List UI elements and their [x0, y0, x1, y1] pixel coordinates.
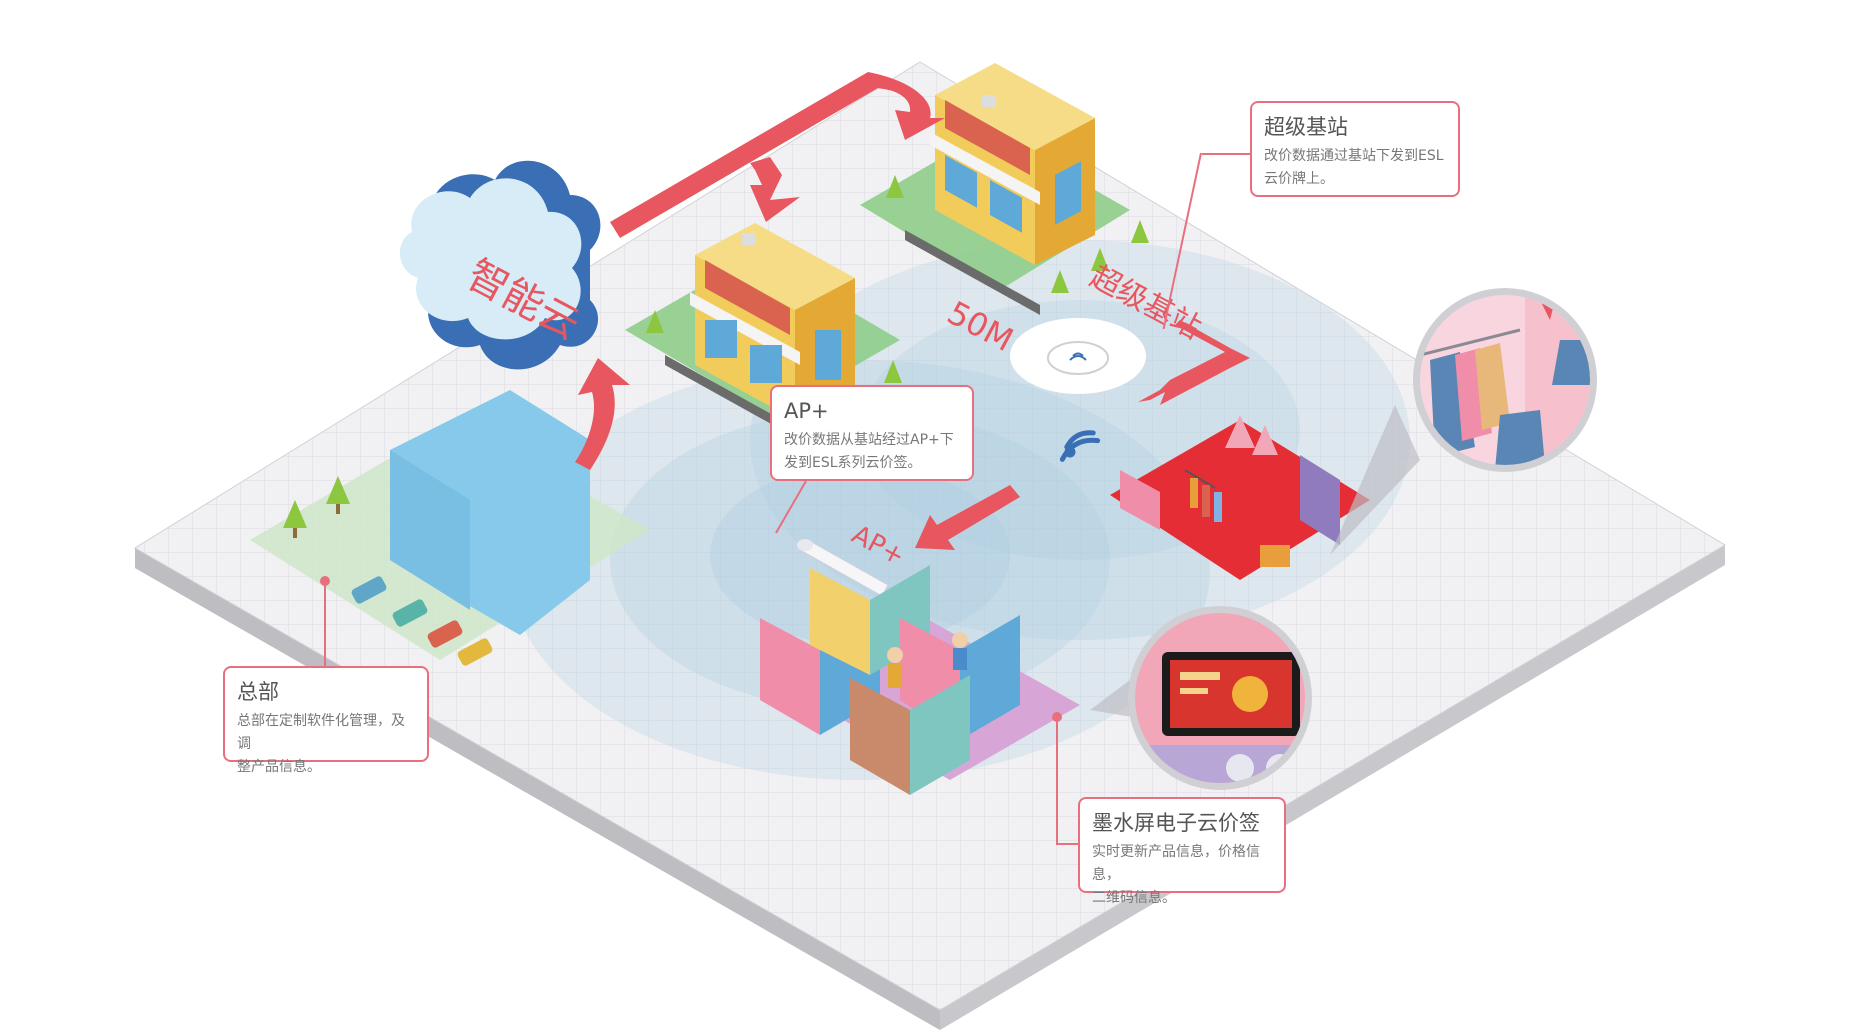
- connector-epaper-h: [1056, 843, 1078, 845]
- zoom-circle-clothing: [1330, 288, 1597, 555]
- callout-super-station-title: 超级基站: [1264, 115, 1348, 139]
- smart-cloud: 智能云: [399, 160, 601, 370]
- callout-super-station-line1: 改价数据通过基站下发到ESL: [1264, 148, 1444, 164]
- callout-hq-line1: 总部在定制软件化管理，及调: [237, 713, 405, 752]
- callout-epaper: 墨水屏电子云价签 实时更新产品信息，价格信息， 二维码信息。: [1078, 797, 1286, 906]
- callout-ap-line1: 改价数据从基站经过AP+下: [784, 432, 954, 448]
- store-middle: [625, 223, 902, 440]
- callout-ap-title: AP+: [784, 399, 829, 423]
- callout-ap: AP+ 改价数据从基站经过AP+下 发到ESL系列云价签。: [770, 385, 974, 481]
- flow-arrows: [575, 72, 1250, 550]
- callout-hq: 总部 总部在定制软件化管理，及调 整产品信息。: [223, 666, 429, 775]
- supermarket: [760, 565, 1080, 795]
- connector-epaper-v: [1056, 720, 1058, 845]
- boutique: [1110, 415, 1370, 580]
- callout-hq-line2: 整产品信息。: [237, 759, 321, 775]
- callout-epaper-title: 墨水屏电子云价签: [1092, 811, 1260, 835]
- callout-epaper-line1: 实时更新产品信息，价格信息，: [1092, 844, 1260, 883]
- callout-ap-line2: 发到ESL系列云价签。: [784, 455, 922, 471]
- callout-super-station-line2: 云价牌上。: [1264, 171, 1334, 187]
- headquarters: [250, 390, 650, 666]
- callout-super-station: 超级基站 改价数据通过基站下发到ESL 云价牌上。: [1250, 101, 1460, 197]
- super-station-device: [1010, 318, 1146, 394]
- callout-hq-title: 总部: [237, 680, 279, 704]
- connector-super-station-h: [1202, 153, 1250, 155]
- epaper-marker-dot: [1052, 712, 1062, 722]
- callout-epaper-line2: 二维码信息。: [1092, 890, 1176, 906]
- store-top: [860, 63, 1149, 315]
- connector-hq: [324, 584, 326, 666]
- wifi-icon: [1059, 430, 1101, 462]
- hq-marker-dot: [320, 576, 330, 586]
- zoom-circle-epaper: [1090, 606, 1312, 790]
